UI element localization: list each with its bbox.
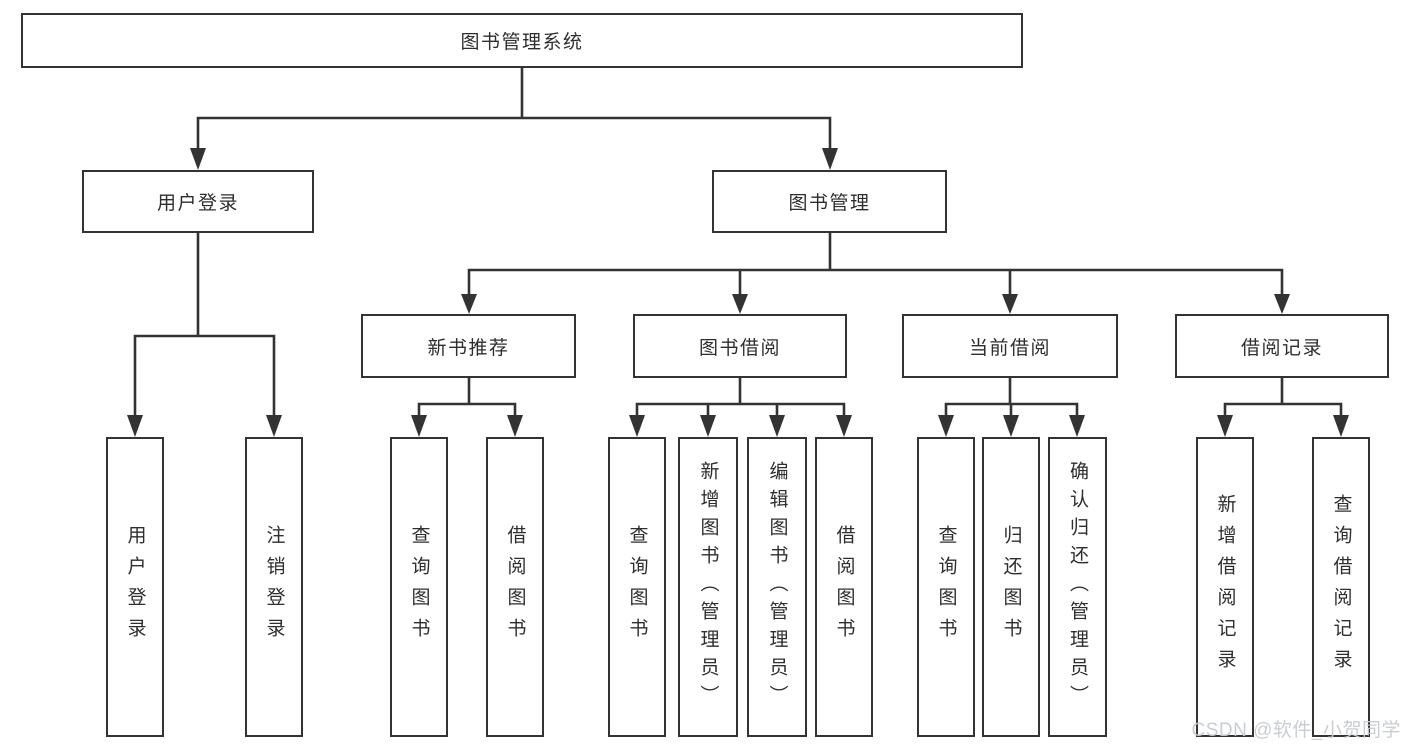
- leaf-query-borrow-record-label: 查询借阅记录: [1330, 494, 1352, 680]
- leaf-query-books-current-label: 查询图书: [935, 525, 957, 649]
- node-new-book-recommend-label: 新书推荐: [427, 337, 510, 359]
- leaf-borrow-books-label: 借阅图书: [833, 525, 855, 649]
- node-borrow-records: 借阅记录: [1175, 314, 1389, 378]
- watermark: CSDN @软件_小贺同学: [1191, 720, 1401, 741]
- node-new-book-recommend: 新书推荐: [361, 314, 576, 378]
- leaf-add-book-admin: 新增图书（管理员）: [678, 437, 738, 737]
- connector-bookmgmt-to-level3: [461, 231, 1290, 314]
- node-current-borrow: 当前借阅: [902, 314, 1118, 378]
- leaf-add-borrow-record: 新增借阅记录: [1196, 437, 1254, 737]
- connector-root-to-level2: [190, 66, 838, 170]
- node-book-management: 图书管理: [712, 170, 947, 233]
- connector-newbookrec-to-leaves: [411, 376, 523, 437]
- node-user-login-label: 用户登录: [156, 193, 239, 214]
- node-library-system: 图书管理系统: [21, 13, 1023, 68]
- leaf-edit-book-admin: 编辑图书（管理员）: [747, 437, 807, 737]
- connector-borrowrecords-to-leaves: [1217, 376, 1349, 437]
- node-library-system-label: 图书管理系统: [460, 32, 584, 53]
- leaf-query-books-recommend: 查询图书: [390, 437, 448, 737]
- leaf-logout-label: 注销登录: [263, 525, 285, 649]
- leaf-query-books-borrow: 查询图书: [608, 437, 666, 737]
- leaf-borrow-books-recommend-label: 借阅图书: [504, 525, 526, 649]
- leaf-user-login: 用户登录: [106, 437, 164, 737]
- node-borrow-records-label: 借阅记录: [1240, 337, 1323, 359]
- node-current-borrow-label: 当前借阅: [968, 337, 1051, 359]
- leaf-query-books-current: 查询图书: [917, 437, 975, 737]
- leaf-confirm-return-admin-label: 确认归还（管理员）: [1067, 461, 1088, 713]
- leaf-user-login-label: 用户登录: [124, 525, 146, 649]
- leaf-query-borrow-record: 查询借阅记录: [1312, 437, 1370, 737]
- connector-currentborrow-to-leaves: [938, 376, 1085, 437]
- leaf-borrow-books: 借阅图书: [815, 437, 873, 737]
- node-book-borrow-label: 图书借阅: [698, 337, 781, 359]
- leaf-add-borrow-record-label: 新增借阅记录: [1214, 494, 1236, 680]
- node-book-management-label: 图书管理: [788, 193, 871, 214]
- leaf-edit-book-admin-label: 编辑图书（管理员）: [766, 461, 788, 713]
- leaf-borrow-books-recommend: 借阅图书: [486, 437, 544, 737]
- leaf-logout: 注销登录: [245, 437, 303, 737]
- leaf-return-book: 归还图书: [982, 437, 1040, 737]
- connector-userlogin-to-leaves: [127, 231, 282, 437]
- leaf-add-book-admin-label: 新增图书（管理员）: [697, 461, 719, 713]
- connector-bookborrow-to-leaves: [629, 376, 852, 437]
- node-book-borrow: 图书借阅: [633, 314, 847, 378]
- leaf-return-book-label: 归还图书: [1000, 525, 1022, 649]
- leaf-query-books-recommend-label: 查询图书: [408, 525, 430, 649]
- leaf-query-books-borrow-label: 查询图书: [626, 525, 648, 649]
- node-user-login: 用户登录: [82, 170, 314, 233]
- leaf-confirm-return-admin: 确认归还（管理员）: [1048, 437, 1107, 737]
